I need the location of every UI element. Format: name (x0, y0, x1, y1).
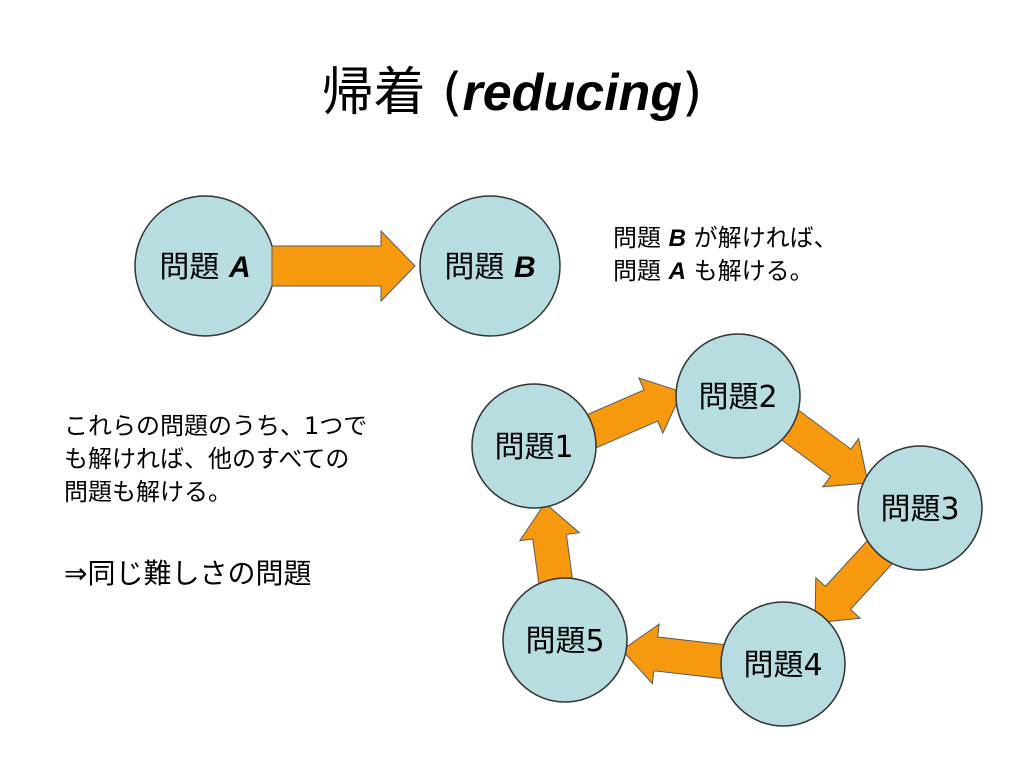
node-b-label: 問題 B (444, 250, 535, 285)
arrow-5-to-1 (518, 502, 581, 587)
node-3 (857, 445, 983, 571)
cycle-labels: 問題1 問題2 問題3 問題4 問題5 (494, 380, 959, 683)
note-line-2: 問題 A も解ける。 (613, 257, 814, 285)
cycle-nodes (471, 333, 983, 727)
explanation-line: も解ければ、他のすべての (64, 445, 350, 473)
node-5-label: 問題5 (525, 624, 604, 659)
title-close: ) (682, 63, 703, 123)
note-line-1: 問題 B が解ければ、 (613, 224, 838, 252)
explanation-line: 問題も解ける。 (64, 478, 232, 506)
title-em: reducing (462, 64, 683, 122)
node-4-label: 問題4 (743, 648, 822, 683)
node-1-label: 問題1 (494, 430, 573, 465)
node-2-label: 問題2 (698, 380, 777, 415)
title-main: 帰着 ( (321, 63, 463, 123)
arrow-1-to-2 (582, 377, 683, 449)
node-2 (675, 333, 801, 459)
node-5 (502, 577, 628, 703)
conclusion-text: ⇒同じ難しさの問題 (64, 557, 312, 590)
node-3-label: 問題3 (880, 492, 959, 527)
node-a-label: 問題 A (159, 250, 250, 285)
arrow-4-to-5 (621, 623, 730, 685)
arrow-a-to-b (271, 229, 416, 303)
explanation-text: これらの問題のうち、1つで も解ければ、他のすべての 問題も解ける。 (64, 410, 464, 509)
node-1 (471, 383, 597, 509)
node-4 (720, 601, 846, 727)
explanation-line: これらの問題のうち、1つで (64, 412, 368, 440)
node-b (419, 195, 561, 337)
arrow-3-to-4 (814, 539, 894, 624)
slide-title: 帰着 (reducing) (0, 58, 1024, 128)
reduction-note: 問題 B が解ければ、 問題 A も解ける。 (613, 222, 913, 288)
